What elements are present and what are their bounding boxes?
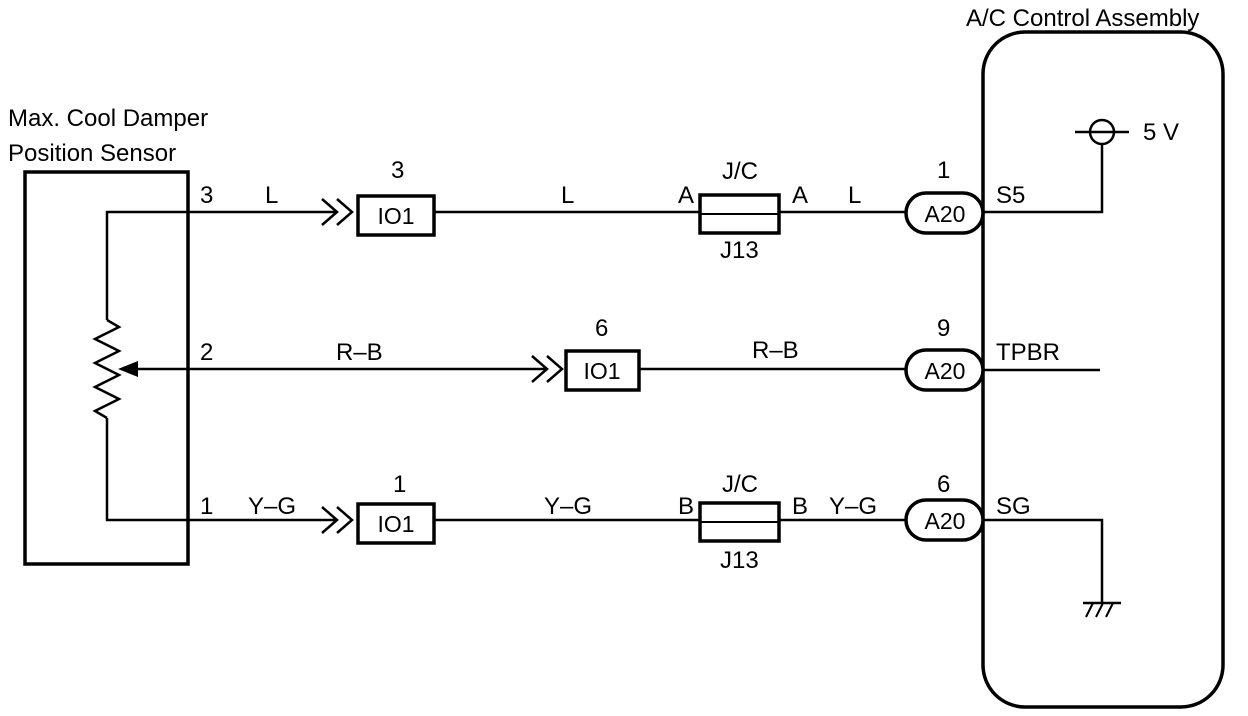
io-pin-label: 3 bbox=[391, 157, 404, 184]
supply-5v-label: 5 V bbox=[1143, 119, 1179, 146]
connector-arrow-icon bbox=[336, 198, 354, 226]
ecu-pin-label: 1 bbox=[937, 157, 950, 184]
connector-arrow-icon bbox=[546, 355, 564, 383]
a20-connector-label: A20 bbox=[925, 358, 966, 384]
ecu-terminal-label: SG bbox=[996, 493, 1031, 520]
circuit-sg: 1 Y–G 1 IO1 Y–G J/C B B J13 Y–G 6 A20 SG bbox=[188, 471, 1031, 574]
io1-connector-label: IO1 bbox=[583, 358, 620, 384]
a20-connector-label: A20 bbox=[925, 201, 966, 227]
jc-connector-label: J13 bbox=[720, 237, 759, 264]
sensor-name-line1: Max. Cool Damper bbox=[8, 105, 208, 132]
circuit-tpbr: 2 R–B 6 IO1 R–B 9 A20 TPBR bbox=[188, 315, 1060, 392]
wire-color-label: L bbox=[848, 182, 861, 209]
assembly-name: A/C Control Assembly bbox=[966, 5, 1199, 32]
ground-icon bbox=[983, 518, 1121, 618]
jc-label: J/C bbox=[722, 158, 758, 185]
wire-color-label: R–B bbox=[752, 337, 799, 364]
sensor-pin-label: 1 bbox=[200, 493, 213, 520]
io-pin-label: 1 bbox=[393, 471, 406, 498]
wire-color-label: R–B bbox=[336, 339, 383, 366]
potentiometer-icon bbox=[92, 210, 188, 522]
connector-arrow-icon bbox=[321, 198, 339, 226]
io1-connector-box bbox=[564, 349, 641, 392]
wire-color-label: L bbox=[265, 182, 278, 209]
jc-in-label: B bbox=[678, 493, 694, 520]
circuit-s5: 3 L 3 IO1 L J/C A A J13 L 1 A20 S5 bbox=[188, 157, 1025, 264]
sensor-name-line2: Position Sensor bbox=[8, 140, 176, 167]
jc-out-label: B bbox=[792, 493, 808, 520]
connector-arrow-icon bbox=[321, 506, 339, 534]
wire-color-label: Y–G bbox=[248, 493, 296, 520]
ecu-pin-label: 6 bbox=[937, 471, 950, 498]
connector-arrow-icon bbox=[531, 355, 549, 383]
io1-connector-box bbox=[356, 194, 436, 237]
wire-color-label: L bbox=[561, 182, 574, 209]
wire-color-label: Y–G bbox=[829, 493, 877, 520]
io1-connector-box bbox=[356, 502, 436, 545]
jc-in-label: A bbox=[678, 182, 694, 209]
sensor-block: Max. Cool Damper Position Sensor bbox=[8, 105, 208, 566]
jc-out-label: A bbox=[792, 182, 808, 209]
io1-connector-label: IO1 bbox=[377, 203, 414, 229]
io-pin-label: 6 bbox=[595, 315, 608, 342]
wiper-arrow-icon bbox=[118, 361, 138, 377]
jc-label: J/C bbox=[722, 471, 758, 498]
a20-connector-box bbox=[904, 498, 985, 542]
jc-connector-label: J13 bbox=[720, 547, 759, 574]
sensor-pin-label: 2 bbox=[200, 339, 213, 366]
supply-5v-icon bbox=[983, 118, 1129, 214]
wire-color-label: Y–G bbox=[544, 493, 592, 520]
ecu-terminal-label: TPBR bbox=[996, 339, 1060, 366]
a20-connector-box bbox=[904, 348, 985, 392]
io1-connector-label: IO1 bbox=[377, 511, 414, 537]
a20-connector-box bbox=[904, 191, 985, 235]
connector-arrow-icon bbox=[336, 506, 354, 534]
a20-connector-label: A20 bbox=[925, 508, 966, 534]
ecu-pin-label: 9 bbox=[937, 315, 950, 342]
sensor-pin-label: 3 bbox=[200, 182, 213, 209]
ecu-terminal-label: S5 bbox=[996, 182, 1025, 209]
